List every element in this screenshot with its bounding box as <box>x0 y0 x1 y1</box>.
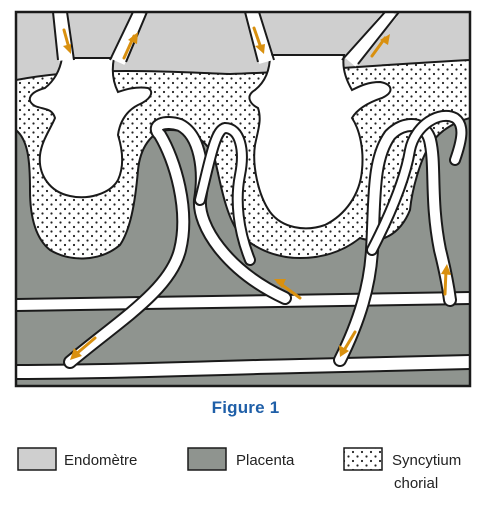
intervillous-lacuna-right <box>248 54 392 230</box>
legend-swatch-placenta <box>187 447 227 471</box>
orange-arrow-icon <box>274 279 302 300</box>
maternal-vein-1 <box>111 12 147 65</box>
diagram-frame <box>14 10 472 388</box>
orange-arrow-icon <box>441 264 451 296</box>
intervillous-lacuna-left <box>28 57 153 199</box>
orange-arrow-icon <box>370 34 390 58</box>
legend-swatch-syncytium <box>343 447 383 471</box>
orange-arrow-icon <box>62 28 71 54</box>
legend-label-syncytium-line1: Syncytium <box>392 452 462 469</box>
chorionic-villi-left <box>63 116 292 369</box>
maternal-artery-1 <box>53 12 73 61</box>
orange-arrow-icon <box>70 336 97 360</box>
figure-caption: Figure 1 <box>211 398 280 417</box>
orange-arrow-icon <box>252 26 265 54</box>
legend-label-syncytium-line2: chorial <box>394 475 439 492</box>
maternal-vein-2 <box>344 12 398 67</box>
flow-arrows <box>62 26 451 360</box>
chorionic-villi-right <box>333 109 468 367</box>
legend-swatch-endometre <box>17 447 57 471</box>
legend-label-endometre: Endomètre <box>64 452 138 469</box>
orange-arrow-icon <box>339 330 357 357</box>
orange-arrow-icon <box>122 32 138 60</box>
legend-label-placenta: Placenta <box>236 452 295 469</box>
